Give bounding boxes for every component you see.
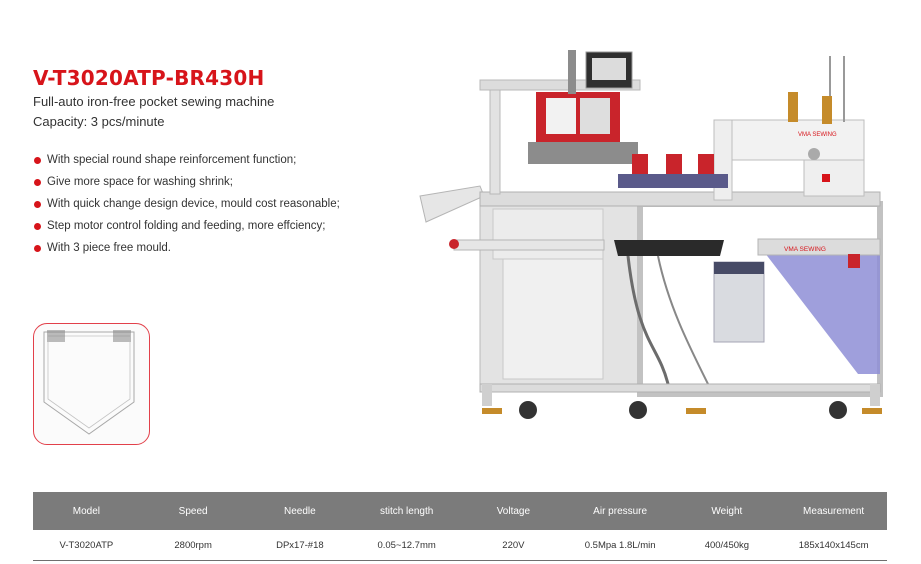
spec-table: Model Speed Needle stitch length Voltage… (33, 492, 887, 561)
feature-list: With special round shape reinforcement f… (33, 152, 340, 262)
spec-header-needle: Needle (246, 492, 354, 530)
feature-item: With 3 piece free mould. (33, 240, 340, 262)
spec-header-measurement: Measurement (780, 492, 887, 530)
spec-cell-model: V-T3020ATP (33, 530, 140, 561)
bullet-dot-icon (34, 223, 41, 230)
spec-header-model: Model (33, 492, 140, 530)
pocket-mould-illustration (33, 323, 150, 445)
spec-header-air-pressure: Air pressure (566, 492, 674, 530)
spec-cell-voltage: 220V (460, 530, 567, 561)
product-subtitle: Full-auto iron-free pocket sewing machin… (33, 94, 275, 109)
spec-cell-needle: DPx17-#18 (246, 530, 354, 561)
feature-item: Give more space for washing shrink; (33, 174, 340, 196)
spec-cell-speed: 2800rpm (139, 530, 247, 561)
spec-header-stitch-length: stitch length (353, 492, 460, 530)
bullet-dot-icon (34, 245, 41, 252)
spec-cell-measurement: 185x140x145cm (780, 530, 887, 561)
machine-photo: VMA SEWING VMA SEWING (418, 44, 890, 434)
spec-header-voltage: Voltage (460, 492, 567, 530)
feature-item: With quick change design device, mould c… (33, 196, 340, 218)
spec-cell-air-pressure: 0.5Mpa 1.8L/min (566, 530, 674, 561)
feature-item: With special round shape reinforcement f… (33, 152, 340, 174)
machine-brand: VMA SEWING (784, 246, 826, 253)
spec-header-speed: Speed (139, 492, 247, 530)
spec-table-header-row: Model Speed Needle stitch length Voltage… (33, 492, 887, 530)
spec-cell-weight: 400/450kg (673, 530, 781, 561)
machine-brand-small: VMA SEWING (798, 132, 837, 138)
bullet-dot-icon (34, 157, 41, 164)
pocket-shape-icon (43, 330, 135, 435)
table-row: V-T3020ATP 2800rpm DPx17-#18 0.05~12.7mm… (33, 530, 887, 561)
feature-item: Step motor control folding and feeding, … (33, 218, 340, 240)
spec-cell-stitch-length: 0.05~12.7mm (353, 530, 460, 561)
product-capacity: Capacity: 3 pcs/minute (33, 114, 165, 129)
product-title: V-T3020ATP-BR430H (33, 66, 265, 90)
bullet-dot-icon (34, 179, 41, 186)
bullet-dot-icon (34, 201, 41, 208)
spec-header-weight: Weight (673, 492, 781, 530)
